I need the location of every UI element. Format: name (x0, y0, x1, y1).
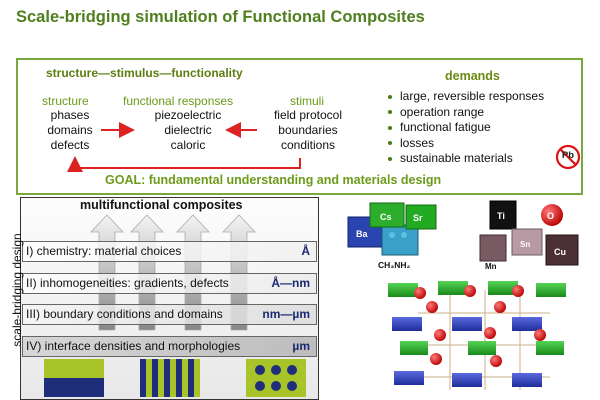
demands-list: large, reversible responses operation ra… (388, 89, 544, 167)
block-label: Mn (485, 262, 497, 271)
teal-block (381, 224, 419, 256)
striped-morphology-icon (140, 359, 200, 397)
slide-title: Scale-bridging simulation of Functional … (16, 8, 425, 26)
demand-item: large, reversible responses (388, 89, 544, 105)
bullet-icon (388, 141, 392, 146)
stimuli-item: conditions (280, 138, 336, 152)
structure-item: domains (47, 123, 93, 137)
sn-block: Sn (511, 228, 543, 256)
response-item: caloric (170, 138, 206, 152)
bullet-icon (388, 110, 392, 115)
block-label: Sn (520, 240, 530, 249)
sr-block: Sr (405, 204, 437, 230)
bullet-icon (388, 125, 392, 130)
demands-heading: demands (445, 69, 500, 83)
level-unit: Å—nm (271, 276, 310, 290)
block-label: Ba (356, 229, 368, 239)
building-blocks-illustration: Ba Cs Sr CH₃NH₂ Ti O Mn Sn Cu (347, 200, 579, 390)
structure-header: structure (42, 94, 89, 108)
oxygen-spheres (414, 285, 546, 367)
block-label: Sr (413, 213, 423, 223)
demand-item: operation range (388, 105, 544, 121)
cu-block: Cu (545, 234, 579, 266)
stimuli-header: stimuli (290, 94, 325, 108)
stimuli-item: boundaries (278, 123, 338, 137)
structure-item: defects (50, 138, 90, 152)
functional-responses-items: piezoelectric dielectric caloric (138, 108, 238, 153)
demand-item: losses (388, 136, 544, 152)
structure-item: phases (50, 108, 90, 122)
level-unit: nm—µm (262, 307, 310, 321)
structure-stimulus-functionality-heading: structure—stimulus—functionality (46, 66, 243, 80)
response-item: dielectric (164, 123, 212, 137)
block-label: O (547, 211, 554, 221)
block-label: Cs (380, 212, 392, 222)
stimuli-items: field protocol boundaries conditions (262, 108, 354, 153)
blue-block-row (392, 317, 542, 387)
ladder-heading: multifunctional composites (80, 198, 243, 212)
perovskite-lattice (388, 281, 566, 390)
particle-morphology-icon (246, 359, 306, 397)
demand-item: sustainable materials (388, 151, 544, 167)
level-unit: µm (292, 339, 310, 353)
demand-item: functional fatigue (388, 120, 544, 136)
bullet-icon (388, 156, 392, 161)
goal-statement: GOAL: fundamental understanding and mate… (105, 173, 442, 187)
block-label: Ti (497, 211, 505, 221)
green-block-row (388, 281, 566, 355)
block-label: Cu (554, 247, 566, 257)
cs-block: Cs (369, 202, 405, 228)
ti-block: Ti (489, 200, 517, 230)
response-item: piezoelectric (154, 108, 222, 122)
mn-block: Mn (479, 234, 507, 271)
stimuli-to-structure-feedback-arrow (67, 156, 301, 172)
overview-frame (16, 58, 583, 195)
functional-responses-header: functional responses (123, 94, 234, 108)
level-bar-4: IV) interface densities and morphologies… (22, 336, 317, 357)
methylammonium-formula: CH₃NH₂ (378, 260, 410, 270)
bullet-icon (388, 94, 392, 99)
structure-items: phases domains defects (40, 108, 100, 153)
scale-bridging-design-label: scale-bridging design (10, 233, 24, 347)
pb-label: Pb (561, 150, 575, 161)
stimuli-item: field protocol (273, 108, 343, 122)
layered-morphology-icon (44, 359, 104, 397)
o-sphere: O (541, 204, 563, 226)
level-unit: Å (301, 244, 310, 258)
no-lead-icon: Pb (555, 144, 581, 170)
